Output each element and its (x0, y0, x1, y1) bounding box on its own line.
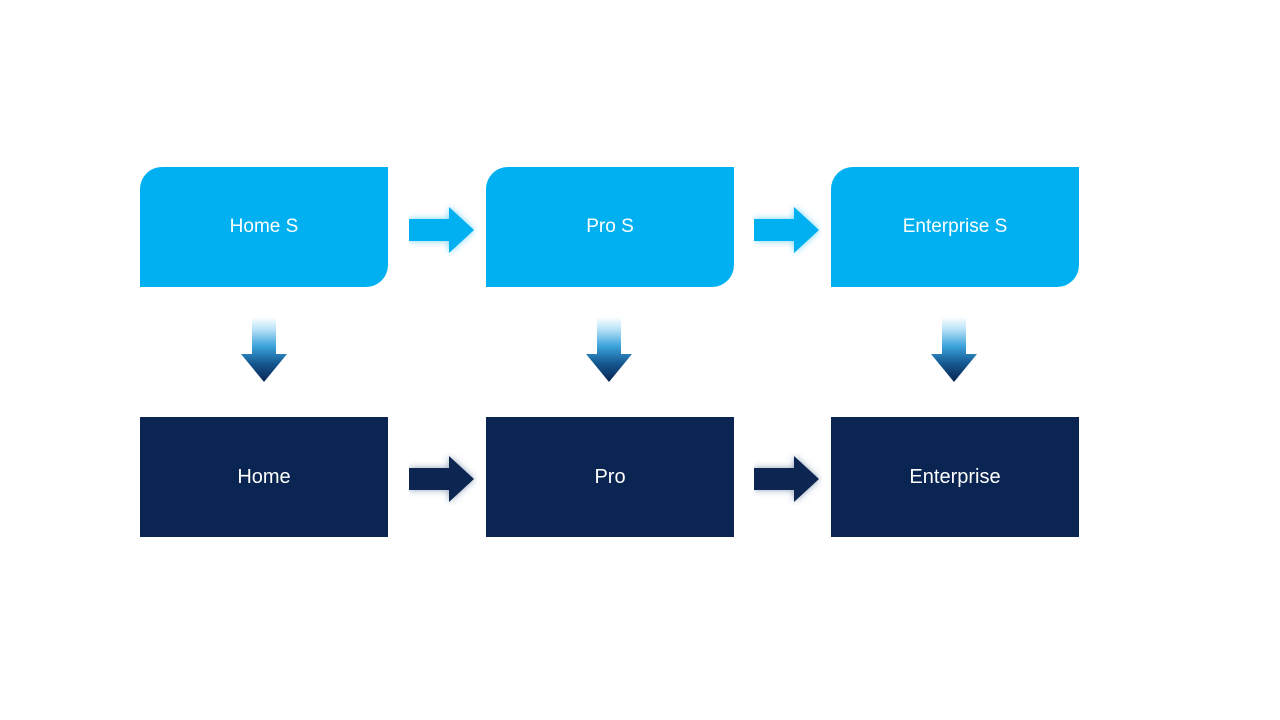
node-home-label: Home (237, 465, 291, 488)
node-pro-s-label: Pro S (586, 216, 634, 237)
node-pro-label: Pro (594, 465, 626, 488)
arrow-home-s-to-home-icon (241, 317, 287, 382)
node-enterprise-label: Enterprise (909, 465, 1001, 488)
node-enterprise: Enterprise (831, 417, 1079, 537)
arrow-pro-s-to-pro-icon (586, 317, 632, 382)
arrow-home-to-pro-icon (409, 456, 474, 502)
node-enterprise-s-label: Enterprise S (902, 216, 1008, 237)
node-enterprise-s: Enterprise S (831, 167, 1079, 287)
node-pro: Pro (486, 417, 734, 537)
node-pro-s: Pro S (486, 167, 734, 287)
arrow-pro-to-enterprise-icon (754, 456, 819, 502)
node-home-s-label: Home S (229, 216, 299, 237)
arrow-home-s-to-pro-s-icon (409, 207, 474, 253)
node-home-s: Home S (140, 167, 388, 287)
arrow-enterprise-s-to-enterprise-icon (931, 317, 977, 382)
node-home: Home (140, 417, 388, 537)
arrow-pro-s-to-enterprise-s-icon (754, 207, 819, 253)
